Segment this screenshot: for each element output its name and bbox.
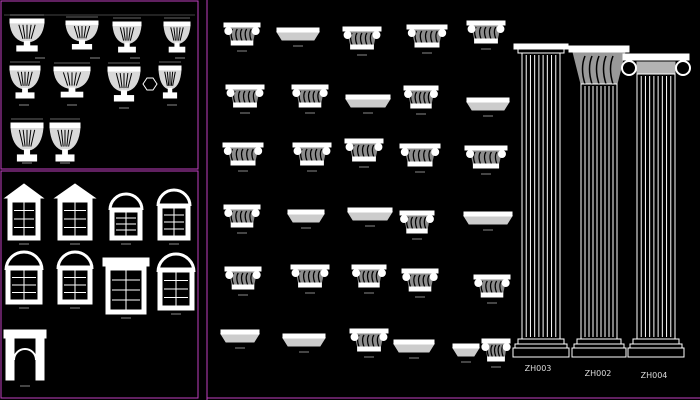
capital-drawing [345,94,391,108]
capital-grid [220,20,513,368]
capital-drawing [223,22,261,46]
capital-drawing [282,333,326,347]
column-label: ZH002 [585,369,612,378]
capital-drawing [291,84,329,108]
urn-drawing [65,16,99,50]
capital-drawing [290,264,330,288]
urn-drawing [158,61,182,99]
capital-drawing [481,338,511,362]
capital-drawing [276,27,320,41]
capital-drawing [220,329,260,343]
urn-vase-panel [4,14,195,164]
capital-drawing [464,145,508,169]
door-elevation [156,188,192,241]
urn-drawing [163,17,191,53]
capital-drawing [473,274,511,298]
door-elevation [102,257,150,315]
column-label: ZH003 [525,364,552,373]
door-elevation [156,252,196,311]
door-elevation [3,183,45,241]
capital-drawing [347,207,393,221]
capital-drawing [292,142,332,166]
urn-drawing [9,14,45,52]
column-label: ZH004 [641,371,668,380]
capital-drawing [225,84,265,108]
capital-drawing [342,26,382,50]
urn-drawing [112,17,142,53]
hexagon-plan-icon [142,77,158,91]
urn-panel-frame [0,0,199,170]
column-elevation [512,43,570,358]
door-elevation [53,183,97,241]
capital-drawing [287,209,325,223]
capital-drawing [463,211,513,225]
door-window-panel [3,183,196,387]
capital-drawing [393,339,435,353]
capital-drawing [223,204,261,228]
capital-drawing [403,85,439,109]
door-elevation [56,250,94,305]
capital-drawing [399,143,441,167]
urn-drawing [10,118,44,162]
door-elevation [4,250,44,305]
door-panel-frame [0,170,199,399]
archway-elevation [3,329,47,381]
urn-drawing [49,118,81,162]
column-elevation [568,45,630,358]
door-elevation [108,192,144,241]
capital-drawing [452,343,480,357]
column-elevation [621,53,691,358]
capital-drawing [224,266,262,290]
capital-drawing [351,264,387,288]
urn-drawing [107,62,141,102]
capital-drawing [466,20,506,44]
capital-drawing [406,24,448,48]
capital-drawing [466,97,510,111]
urn-drawing [9,61,41,99]
capital-drawing [401,268,439,292]
urn-drawing [53,62,91,98]
capital-drawing [399,210,435,234]
capital-drawing [344,138,384,162]
capital-drawing [222,142,264,166]
capital-drawing [349,328,389,352]
